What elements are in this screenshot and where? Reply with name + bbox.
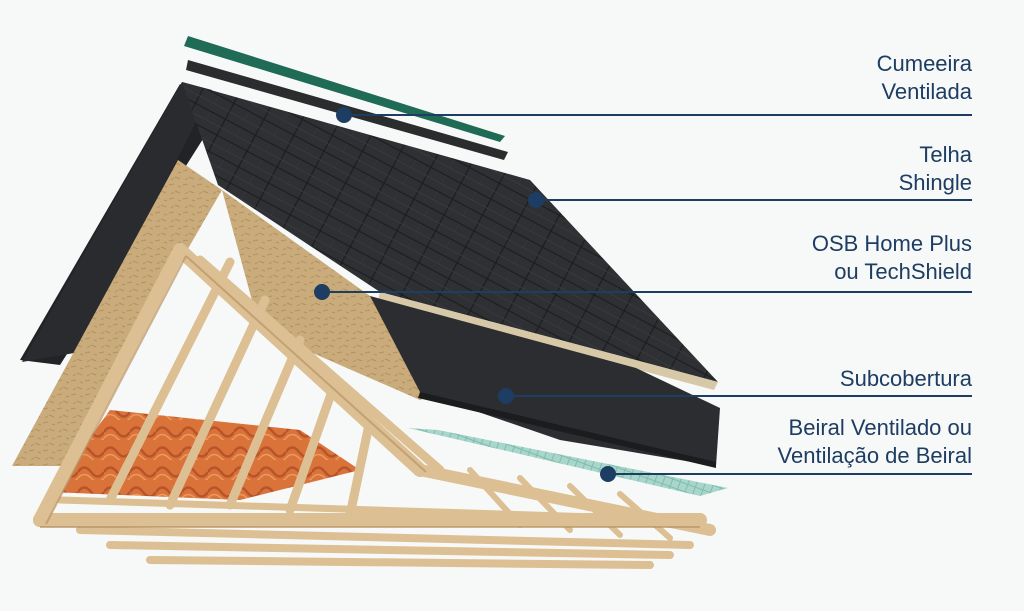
label-osb: OSB Home Plus ou TechShield [812, 230, 972, 286]
leader-dot-shingle [528, 192, 544, 208]
label-shingle-line-1: Telha [919, 142, 972, 167]
label-eave-vent-line-1: Beiral Ventilado ou [788, 415, 972, 440]
leader-dot-underlayment [498, 388, 514, 404]
timber-shading [40, 255, 700, 528]
underlayment-edge [418, 392, 716, 468]
label-ridge-vent: Cumeeira Ventilada [877, 50, 972, 106]
label-eave-vent: Beiral Ventilado ou Ventilação de Beiral [778, 414, 972, 470]
label-ridge-vent-line-1: Cumeeira [876, 51, 972, 76]
shingle-left-slope [22, 82, 212, 362]
label-osb-line-1: OSB Home Plus [811, 231, 972, 256]
label-shingle-line-2: Shingle [898, 170, 972, 195]
label-shingle: Telha Shingle [899, 141, 972, 197]
label-underlayment-line-1: Subcobertura [839, 366, 972, 391]
leader-lines [314, 107, 972, 482]
label-underlayment: Subcobertura [840, 365, 972, 393]
leader-dot-ridge-vent [336, 107, 352, 123]
leader-dot-osb [314, 284, 330, 300]
label-ridge-vent-line-2: Ventilada [881, 79, 972, 104]
eave-vent-strip [408, 428, 728, 496]
shingle-edge [378, 292, 718, 390]
leader-dot-eave-vent [600, 466, 616, 482]
label-osb-line-2: ou TechShield [834, 259, 972, 284]
underlayment-slope [370, 296, 720, 466]
shingle-main-slope [182, 82, 718, 382]
osb-left-slope [12, 160, 222, 466]
label-eave-vent-line-2: Ventilação de Beiral [777, 443, 972, 468]
insulation [50, 410, 360, 500]
